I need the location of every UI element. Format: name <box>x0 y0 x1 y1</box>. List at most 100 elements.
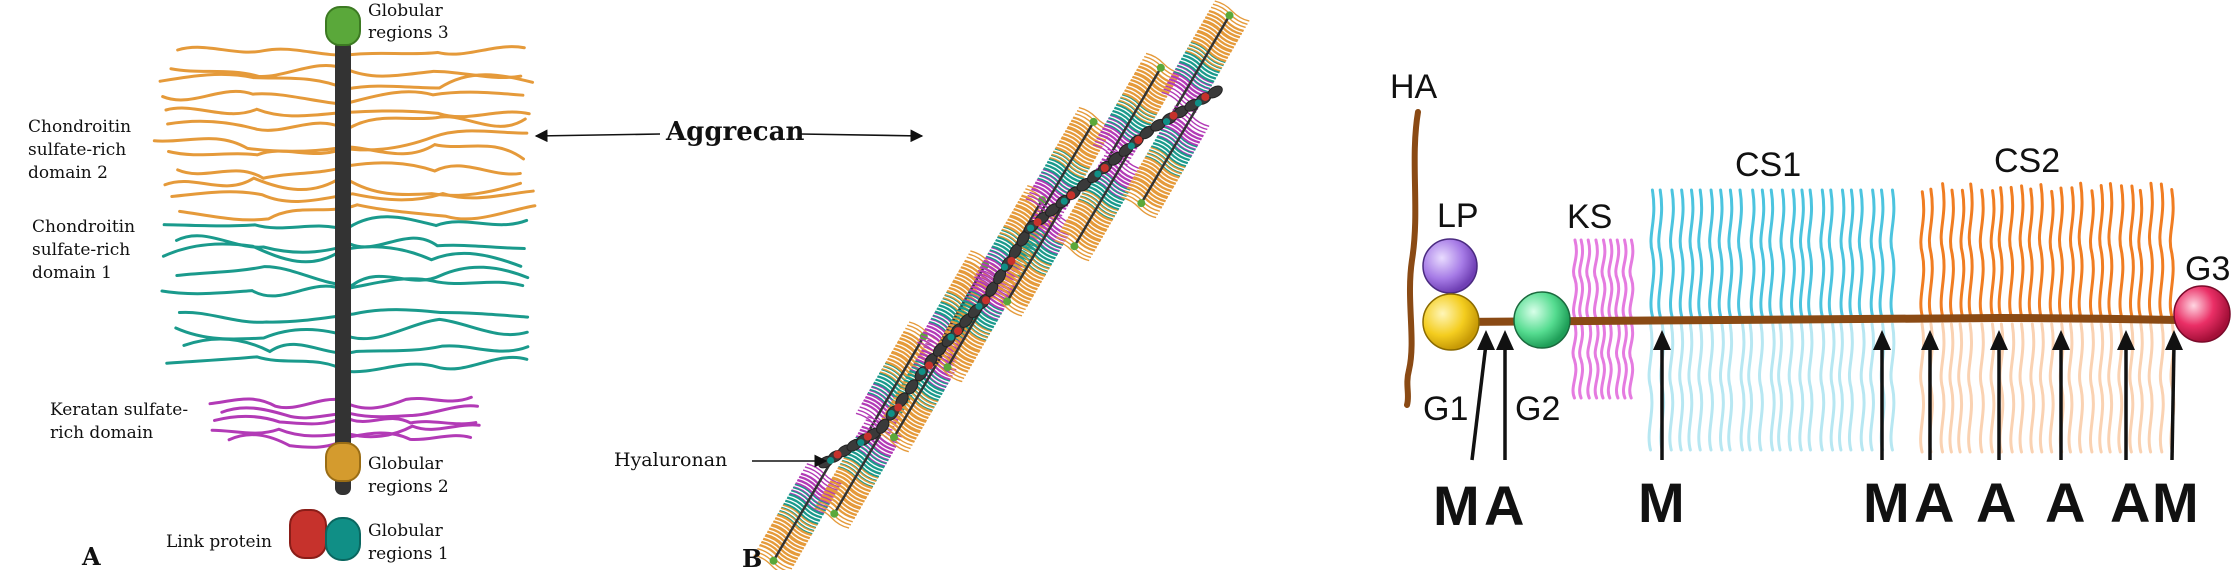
label-g2: G2 <box>1515 390 1560 428</box>
link-protein-dot <box>1100 164 1109 172</box>
cleavage-arrow-head <box>1873 330 1891 350</box>
marker-letter: A <box>2110 471 2150 534</box>
cs1-strand <box>1657 188 1664 318</box>
cs1-strand <box>1697 188 1704 318</box>
panel-a-letter: A <box>81 542 101 570</box>
cs1-strand <box>1869 322 1875 452</box>
cs1-strand <box>1790 188 1796 318</box>
cs1-strand <box>1687 322 1694 452</box>
label-cs2: CS2 <box>1994 142 2060 180</box>
ks-strand <box>1578 320 1584 400</box>
marker-letter: M <box>1433 474 1480 537</box>
core-protein-backbone <box>1448 313 2189 326</box>
panel-c-glycan-strands <box>1571 181 2176 454</box>
aggrecan-core <box>1140 99 1203 204</box>
cs2-strand <box>1949 188 1955 318</box>
aggrecan-core <box>1168 14 1231 120</box>
glycan-bunch-fiber <box>753 554 789 570</box>
g1-dot <box>1194 99 1202 107</box>
marker-letter: A <box>1976 471 2016 534</box>
ks-strand <box>1615 320 1621 400</box>
g1-dot <box>918 368 926 375</box>
cs1-strand <box>1807 322 1814 452</box>
ks-strand <box>1571 320 1578 400</box>
ks-strand <box>1621 238 1628 320</box>
ks-strand <box>1628 320 1635 400</box>
cs2-strand <box>1957 322 1964 454</box>
globular-region-2 <box>325 442 361 482</box>
cs2-strand <box>2168 188 2175 318</box>
cleavage-arrow-head <box>1921 330 1939 350</box>
link-protein-dot <box>894 403 903 412</box>
marker-letter: M <box>2152 471 2199 534</box>
ks-strand <box>1586 320 1593 400</box>
label-globular-2: Globular regions 2 <box>368 454 449 497</box>
cs1-strand <box>1827 188 1834 318</box>
panel-b-letter: B <box>742 544 762 570</box>
g1-dot <box>857 439 865 447</box>
link-protein-dot <box>1033 218 1042 227</box>
panel-b-aggrecan-units <box>753 0 1250 570</box>
link-protein-dot <box>1067 191 1076 200</box>
cs1-strand <box>1717 188 1724 318</box>
cs2-strand <box>2038 322 2045 454</box>
link-protein <box>289 509 327 559</box>
label-cs1-domain: Chondroitin sulfate-rich domain 1 <box>32 217 140 283</box>
cs1-strand <box>1857 188 1864 318</box>
g3-dot <box>1137 199 1146 208</box>
cs1-strand <box>1688 188 1695 318</box>
g3-dot <box>1070 242 1079 251</box>
cs1-strand <box>1727 188 1734 318</box>
cs1-strand <box>1829 322 1836 452</box>
cs2-strand <box>2037 183 2044 318</box>
cs1-strand <box>177 308 530 324</box>
ks-strand <box>1593 320 1600 400</box>
cs2-strand <box>2078 322 2084 454</box>
label-g3: G3 <box>2185 250 2230 288</box>
panel-a: Globular regions 3 Chondroitin sulfate-r… <box>28 1 537 570</box>
cleavage-arrow-shaft <box>1470 343 1488 461</box>
g1-dot <box>947 333 955 341</box>
cs2-strand <box>2158 182 2165 318</box>
cs2-strand <box>2098 322 2105 454</box>
link-protein-lp <box>1422 238 1478 294</box>
g1-dot <box>1094 170 1102 178</box>
link-protein-dot <box>1134 136 1143 144</box>
cs1-strand <box>1718 322 1725 452</box>
cs2-strand <box>2018 322 2025 454</box>
link-protein-dot <box>954 327 962 336</box>
g1-dot <box>1027 224 1035 232</box>
cs2-strand <box>1959 188 1966 318</box>
cs1-strand <box>175 265 530 287</box>
cleavage-arrow-head <box>1496 330 1514 350</box>
cs2-strand <box>2107 182 2114 318</box>
cs2-strand <box>170 189 535 203</box>
cs2-strand <box>2068 186 2075 318</box>
cs1-strand <box>1747 322 1754 452</box>
marker-letter: A <box>1484 474 1524 537</box>
cs1-strand <box>1668 322 1675 452</box>
ks-strand <box>1593 238 1599 320</box>
g3-dot <box>769 556 778 565</box>
panel-b: Aggrecan Hyaluronan B <box>534 0 1250 570</box>
cs2-strand <box>2088 322 2095 454</box>
cs1-strand <box>1669 188 1675 318</box>
ks-strand <box>1628 238 1635 320</box>
cs1-strand <box>1807 188 1814 318</box>
cs1-strand <box>1787 322 1794 452</box>
cleavage-arrow-head <box>1990 330 2008 350</box>
cs2-strand <box>2137 322 2144 454</box>
cs2-strand <box>2027 187 2034 318</box>
cleavage-arrow-head <box>2052 330 2070 350</box>
cs1-strand <box>1708 188 1714 318</box>
cs1-strand <box>174 317 529 341</box>
ks-strand <box>1622 320 1628 400</box>
ks-strand <box>1600 320 1606 400</box>
link-protein-dot <box>863 432 872 441</box>
cs2-strand <box>2008 185 2015 318</box>
globular-region-3 <box>325 6 361 46</box>
cs2-strand <box>178 203 537 222</box>
globular-region-1 <box>325 517 361 561</box>
glycan-bunch <box>1203 0 1250 41</box>
glycan-bunch-fiber <box>1214 0 1250 22</box>
